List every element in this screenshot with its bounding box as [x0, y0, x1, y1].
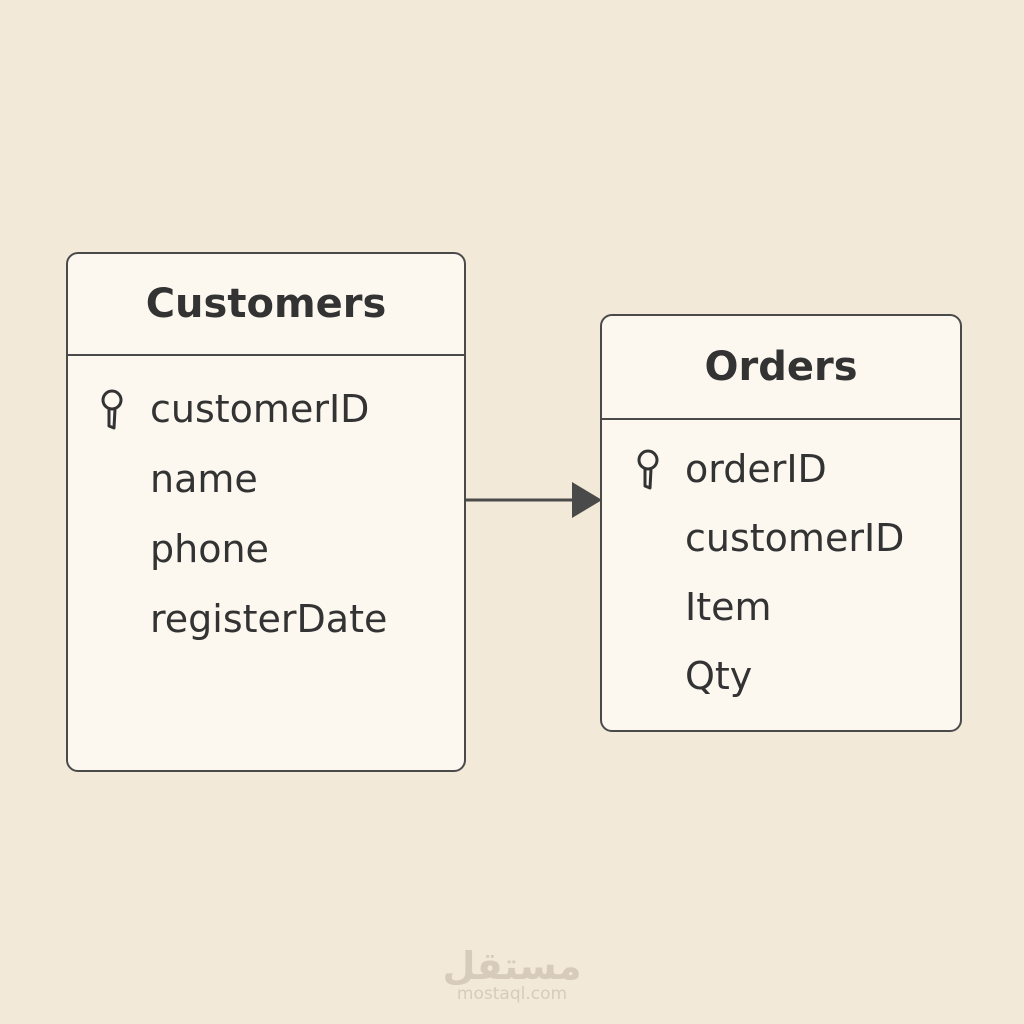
orders-attribute-row: Qty: [602, 641, 960, 710]
customers-attribute-row: registerDate: [68, 584, 464, 654]
orders-entity-title: Orders: [704, 344, 858, 390]
orders-entity: Orders orderID customerID Item Qty: [600, 314, 962, 732]
customers-entity-header: Customers: [68, 254, 464, 356]
customers-attribute-list: customerID name phone registerDate: [68, 374, 464, 654]
customers-attribute-registerdate: registerDate: [150, 597, 388, 641]
customers-attribute-customerid: customerID: [150, 387, 370, 431]
customers-attribute-phone: phone: [150, 527, 269, 571]
key-icon: [637, 449, 659, 490]
orders-attribute-row: Item: [602, 572, 960, 641]
key-icon: [101, 389, 123, 430]
orders-entity-header: Orders: [602, 316, 960, 420]
customers-attribute-row: customerID: [68, 374, 464, 444]
customers-attribute-row: phone: [68, 514, 464, 584]
orders-attribute-qty: Qty: [685, 653, 753, 698]
customers-attribute-name: name: [150, 457, 258, 501]
orders-attribute-orderid: orderID: [685, 446, 827, 491]
orders-attribute-list: orderID customerID Item Qty: [602, 434, 960, 710]
orders-attribute-customerid: customerID: [685, 515, 905, 560]
orders-attribute-row: customerID: [602, 503, 960, 572]
orders-attribute-row: orderID: [602, 434, 960, 503]
customers-attribute-row: name: [68, 444, 464, 514]
watermark-logo: مستقل: [442, 944, 582, 988]
customers-entity-title: Customers: [145, 281, 387, 327]
customers-entity: Customers customerID name phone register…: [66, 252, 466, 772]
relationship-arrowhead: [572, 482, 602, 518]
orders-attribute-item: Item: [685, 584, 772, 629]
watermark-domain: mostaql.com: [456, 984, 568, 1004]
